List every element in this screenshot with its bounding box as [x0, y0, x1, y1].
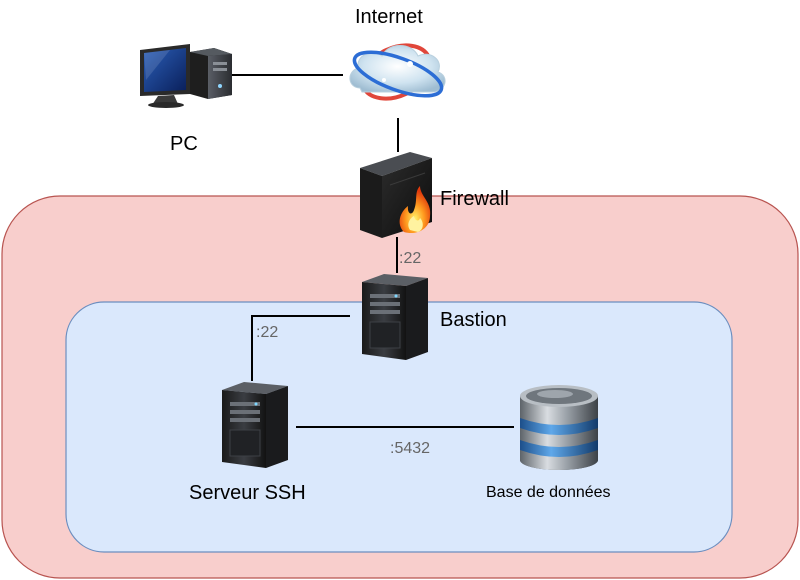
desktop-computer-icon [140, 44, 232, 108]
server-tower-icon [222, 382, 288, 468]
database-label: Base de données [486, 484, 611, 501]
server-tower-icon [362, 274, 428, 360]
internet-label: Internet [355, 6, 423, 28]
edge-bastion-ssh [251, 315, 350, 381]
cloud-icon [349, 43, 446, 101]
port-label-ssh-database: :5432 [390, 440, 430, 457]
bastion-label: Bastion [440, 309, 507, 331]
firewall-icon [360, 152, 432, 238]
pc-label: PC [170, 133, 198, 155]
connections [232, 74, 514, 428]
port-label-firewall-bastion: :22 [399, 250, 421, 267]
ssh-server-label: Serveur SSH [189, 482, 306, 504]
port-label-bastion-ssh: :22 [256, 324, 278, 341]
database-icon [520, 385, 598, 470]
firewall-label: Firewall [440, 188, 509, 210]
